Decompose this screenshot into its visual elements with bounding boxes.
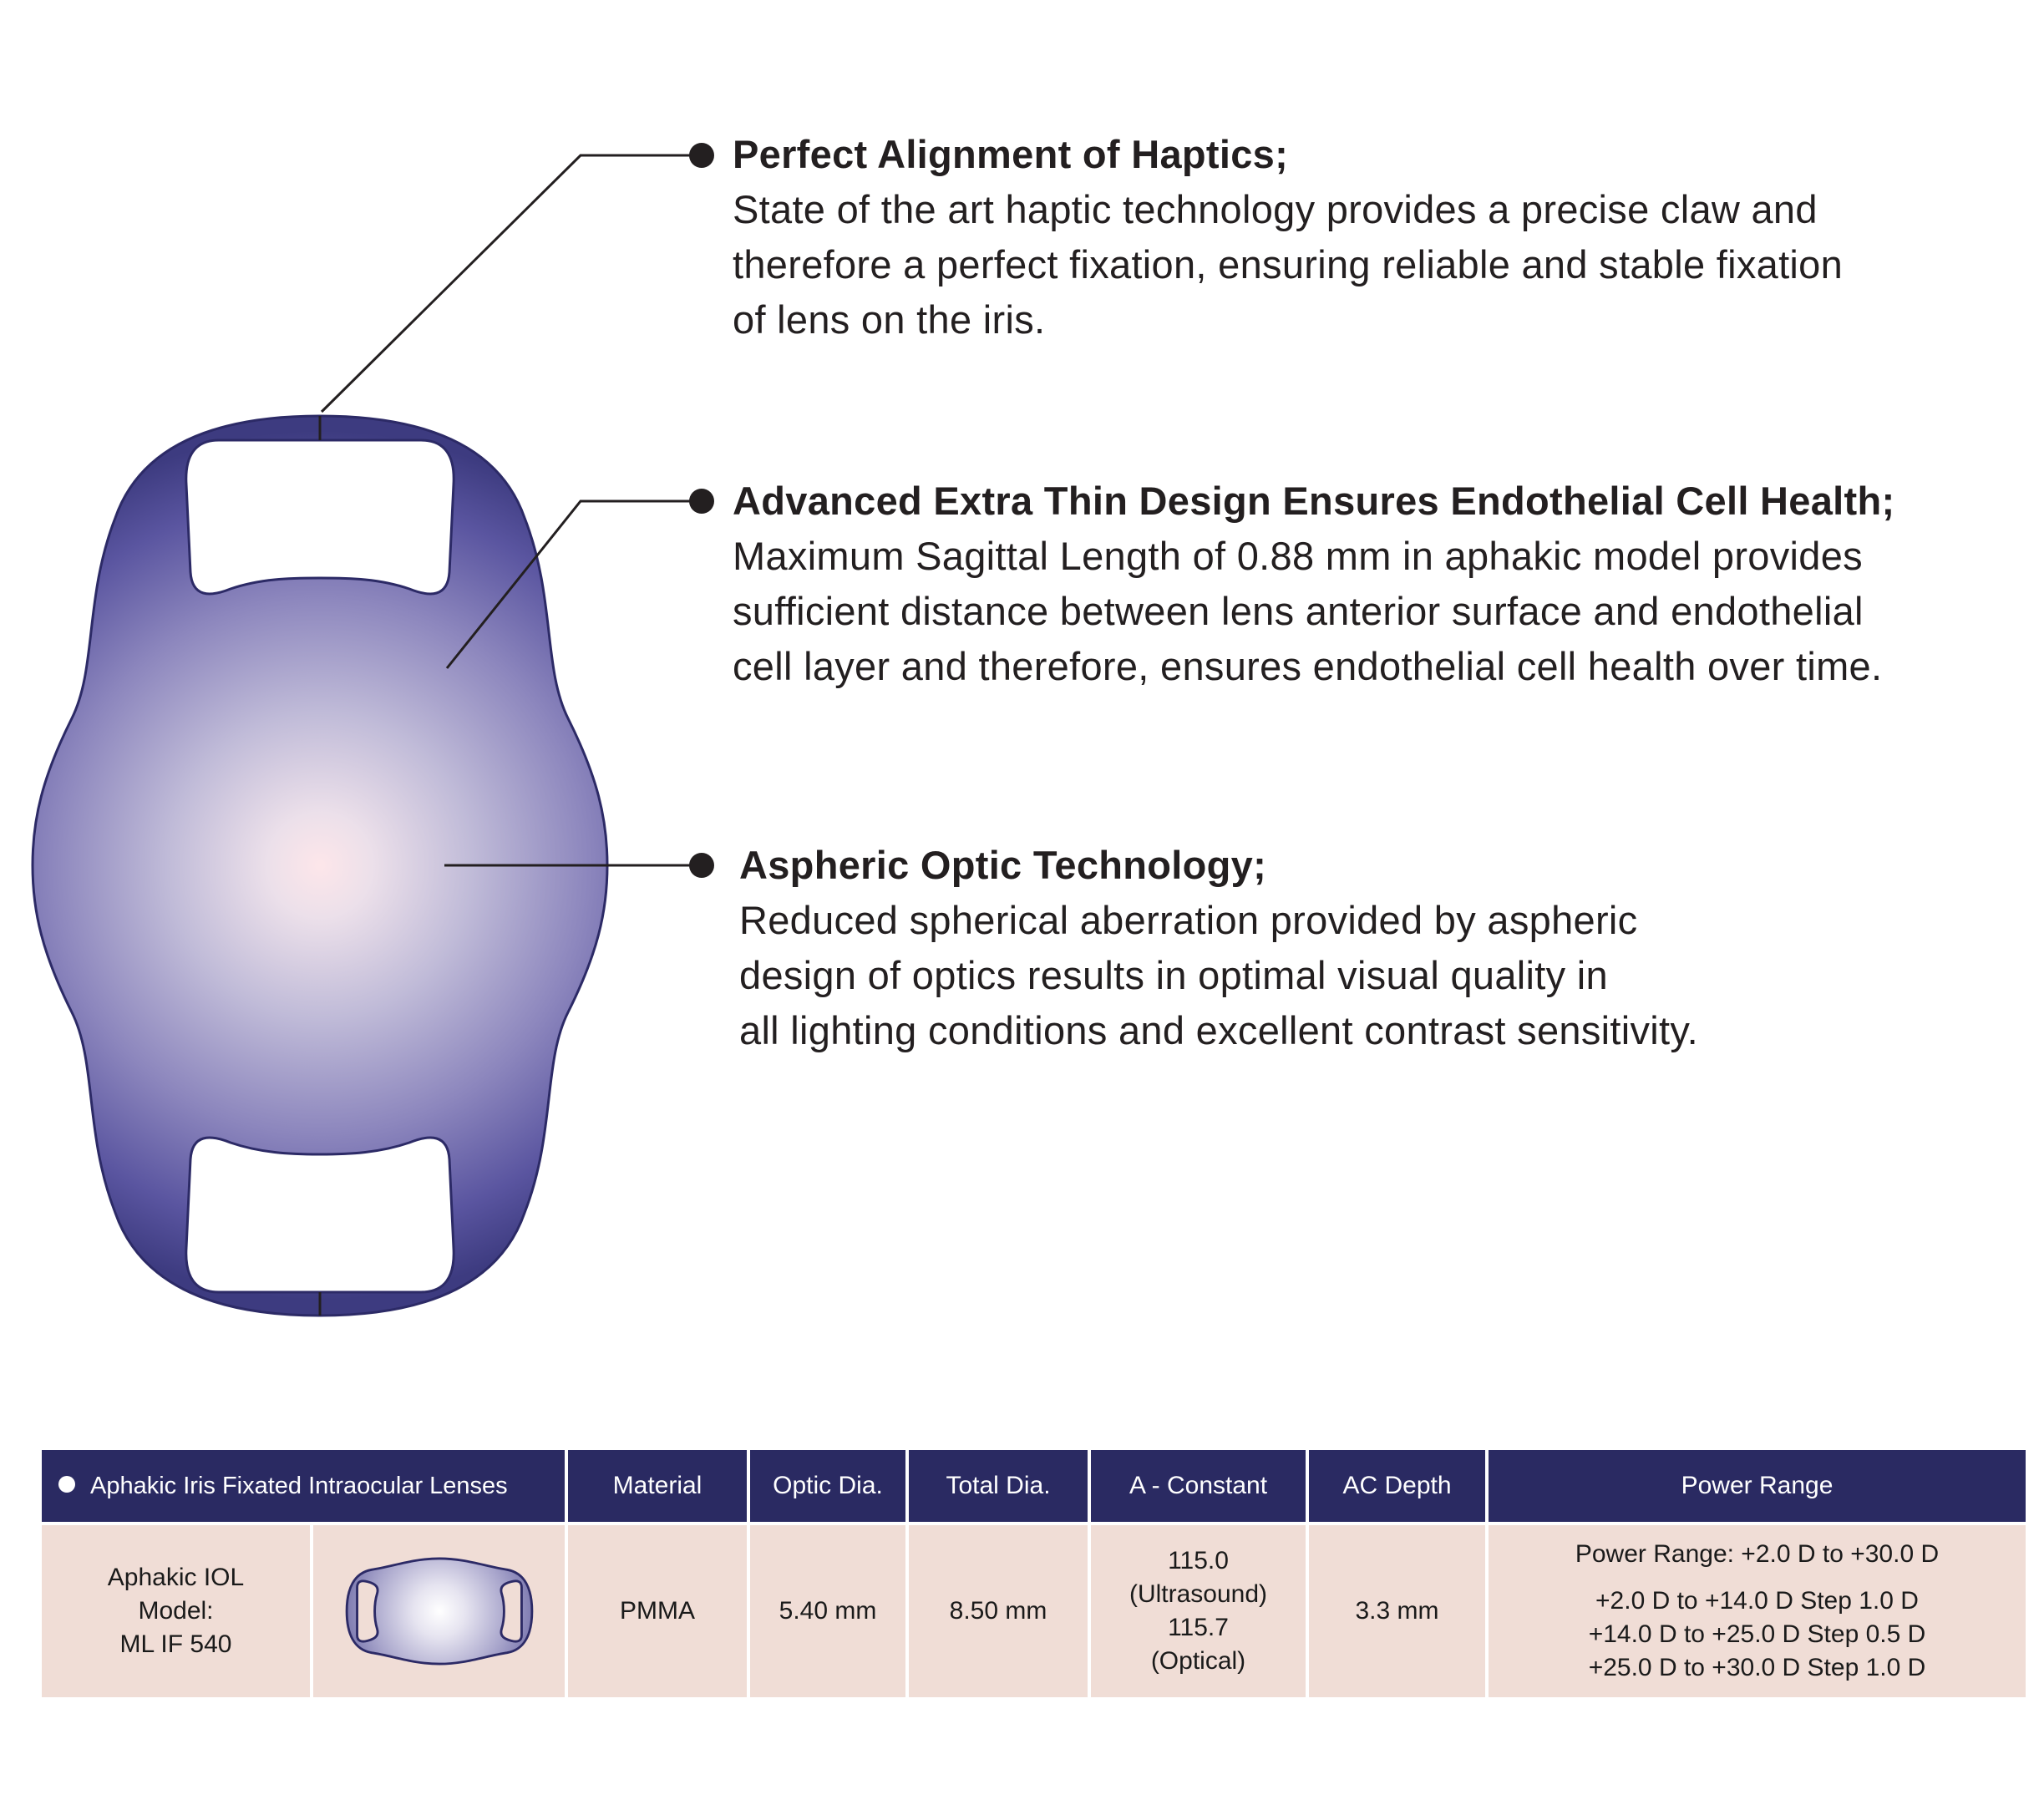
header-material: Material [566,1450,750,1525]
power-step-line: +25.0 D to +30.0 D Step 1.0 D [1588,1654,1926,1681]
cell-total-dia: 8.50 mm [907,1524,1091,1697]
model-line: Model: [138,1597,214,1625]
feature-text-line: therefore a perfect fixation, ensuring r… [733,242,1844,286]
feature-text-line: design of optics results in optimal visu… [739,953,1608,997]
feature-text-line: State of the art haptic technology provi… [733,187,1818,231]
cell-lens-thumbnail [312,1524,568,1697]
power-step-line: +14.0 D to +25.0 D Step 0.5 D [1588,1620,1926,1648]
feature-text-line: Reduced spherical aberration provided by… [739,898,1638,942]
spec-table: Aphakic Iris Fixated Intraocular Lenses … [42,1450,2026,1697]
cell-ac-depth: 3.3 mm [1307,1524,1489,1697]
feature-text-line: of lens on the iris. [733,297,1046,342]
feature-text-line: sufficient distance between lens anterio… [733,589,1864,633]
cell-power-range: Power Range: +2.0 D to +30.0 D +2.0 D to… [1487,1524,2026,1697]
cell-optic-dia: 5.40 mm [748,1524,909,1697]
header-a-constant: A - Constant [1089,1450,1309,1525]
cell-material: PMMA [566,1524,750,1697]
feature-title: Perfect Alignment of Haptics; [733,132,1289,176]
lens-thumbnail-body [345,1557,533,1666]
power-range-summary: Power Range: +2.0 D to +30.0 D [1575,1540,1940,1568]
bullet-thin-design [689,489,714,514]
feature-aspheric-optic: Aspheric Optic Technology; Reduced spher… [739,838,1698,1058]
header-product: Aphakic Iris Fixated Intraocular Lenses [42,1450,568,1525]
feature-haptics: Perfect Alignment of Haptics; State of t… [733,127,1843,347]
leader-line-haptics [320,154,702,413]
lens-thumbnail-image [345,1557,533,1666]
leader-line-thin-design [445,499,702,669]
cell-model: Aphakic IOL Model: ML IF 540 [42,1524,313,1697]
feature-title: Advanced Extra Thin Design Ensures Endot… [733,479,1895,523]
table-row: Aphakic IOL Model: ML IF 540 PMMA 5.40 m… [42,1524,2026,1697]
model-line: Aphakic IOL [107,1564,245,1591]
a-constant-line: (Ultrasound) [1129,1580,1268,1608]
lens-illustration [31,143,714,1317]
table-header-row: Aphakic Iris Fixated Intraocular Lenses … [42,1450,2026,1525]
bullet-optic [689,853,714,878]
header-power-range: Power Range [1487,1450,2026,1525]
header-ac-depth: AC Depth [1307,1450,1489,1525]
feature-text-line: all lighting conditions and excellent co… [739,1008,1699,1052]
feature-thin-design: Advanced Extra Thin Design Ensures Endot… [733,474,1894,694]
feature-title: Aspheric Optic Technology; [739,843,1267,887]
header-total-dia: Total Dia. [907,1450,1091,1525]
header-optic-dia: Optic Dia. [748,1450,909,1525]
model-line: ML IF 540 [119,1630,232,1658]
feature-text-line: Maximum Sagittal Length of 0.88 mm in ap… [733,534,1863,578]
header-product-label: Aphakic Iris Fixated Intraocular Lenses [90,1472,508,1499]
feature-text-line: cell layer and therefore, ensures endoth… [733,644,1883,688]
a-constant-line: 115.7 [1168,1614,1229,1641]
a-constant-line: 115.0 [1168,1547,1229,1574]
bullet-dot-icon [58,1475,75,1493]
cell-a-constant: 115.0 (Ultrasound) 115.7 (Optical) [1089,1524,1309,1697]
power-step-line: +2.0 D to +14.0 D Step 1.0 D [1595,1587,1919,1615]
bullet-haptics [689,143,714,168]
a-constant-line: (Optical) [1150,1647,1246,1675]
